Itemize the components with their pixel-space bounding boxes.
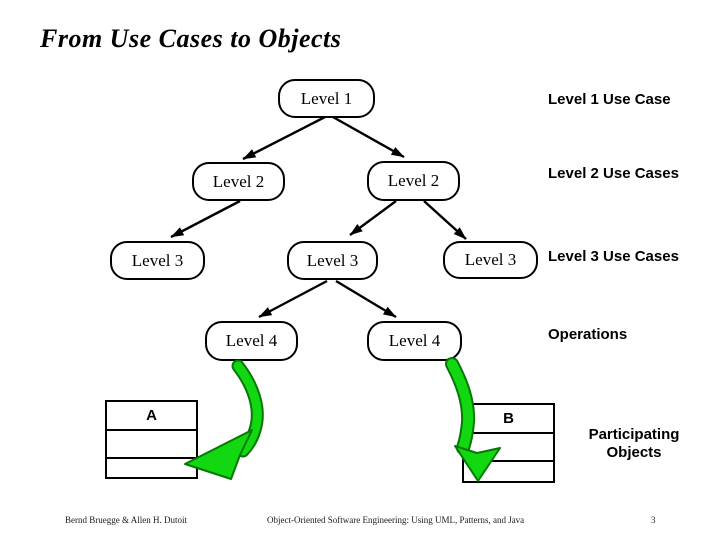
footer-author: Bernd Bruegge & Allen H. Dutoit (65, 515, 187, 525)
class-name: B (464, 405, 553, 434)
edge-l1-to-l2-right (332, 115, 405, 159)
annotation-participating-objects: Participating Objects (588, 426, 680, 461)
edge-l2right-to-l3-mid (349, 200, 397, 236)
node-label: Level 4 (388, 331, 441, 350)
tree-node-level3-mid: Level 3 (287, 241, 378, 280)
annotation-level2-use-cases: Level 2 Use Cases (548, 165, 679, 182)
class-operations-compartment (107, 459, 196, 477)
tree-node-level1: Level 1 (278, 79, 375, 118)
node-label: Level 1 (300, 88, 353, 108)
annotation-level3-use-cases: Level 3 Use Cases (548, 248, 679, 265)
node-label: Level 2 (212, 171, 265, 191)
footer-page-number: 3 (651, 515, 656, 525)
tree-node-level3-left: Level 3 (110, 241, 205, 280)
tree-node-level3-right: Level 3 (443, 241, 538, 279)
tree-node-level4-right: Level 4 (367, 321, 462, 361)
annotation-operations: Operations (548, 326, 628, 343)
tree-node-level2-left: Level 2 (192, 162, 285, 201)
node-label: Level 3 (464, 250, 517, 269)
slide-title: From Use Cases to Objects (40, 24, 342, 53)
node-label: Level 4 (225, 331, 278, 350)
edge-l3mid-to-l4-right (335, 279, 397, 319)
class-operations-compartment (464, 462, 553, 481)
edge-l2right-to-l3-right (423, 200, 467, 240)
node-label: Level 3 (306, 250, 359, 270)
tree-node-level2-right: Level 2 (367, 161, 460, 201)
uml-class-a: A (105, 400, 198, 479)
node-label: Level 3 (131, 250, 184, 270)
footer-book-title: Object-Oriented Software Engineering: Us… (267, 515, 525, 525)
edge-l3mid-to-l4-left (258, 279, 328, 319)
tree-node-level4-left: Level 4 (205, 321, 298, 361)
node-label: Level 2 (387, 171, 440, 190)
annotation-level1-use-case: Level 1 Use Case (548, 91, 671, 108)
edge-l2left-to-l3-left (170, 199, 241, 239)
edge-l1-to-l2-left (242, 115, 326, 161)
class-name: A (107, 402, 196, 431)
tree-edges (170, 115, 467, 319)
class-attributes-compartment (107, 431, 196, 459)
class-attributes-compartment (464, 434, 553, 462)
uml-class-b: B (462, 403, 555, 483)
